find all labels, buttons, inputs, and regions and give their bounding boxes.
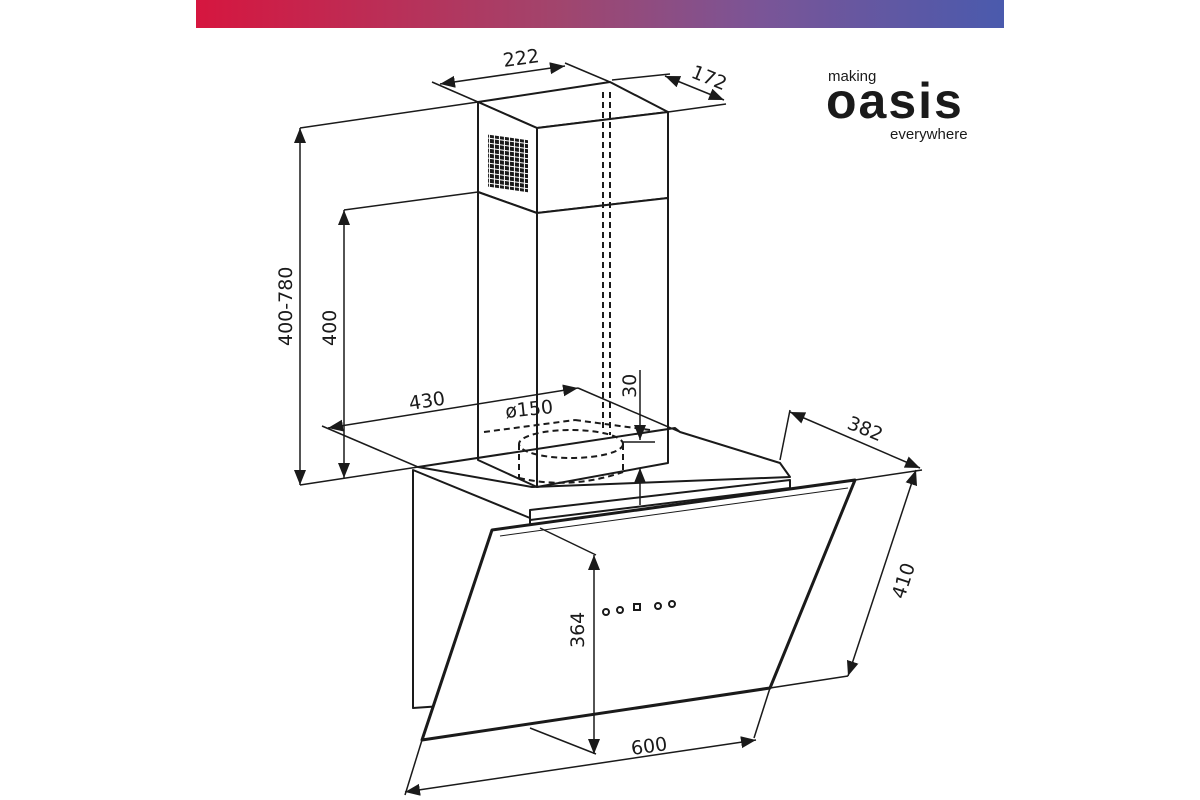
dim-panel-width: 600: [630, 733, 669, 760]
control-button-4: [668, 600, 676, 608]
vent-grille: [488, 134, 528, 193]
logo-tagline-top: making: [828, 68, 877, 85]
dim-panel-height: 364: [567, 612, 589, 648]
logo-wordmark: oasis: [826, 73, 964, 129]
logo-tagline-bottom: everywhere: [890, 126, 968, 143]
dim-chimney-height: 400: [319, 310, 341, 346]
dim-glass-slant: 410: [888, 560, 920, 601]
dim-total-height: 400-780: [275, 267, 297, 346]
control-button-2: [616, 606, 624, 614]
dim-outlet-offset: 30: [619, 374, 641, 398]
dim-body-width: 430: [407, 388, 446, 415]
control-panel: [602, 600, 676, 616]
dim-body-depth: 382: [844, 412, 886, 446]
dim-chimney-width: 222: [502, 45, 541, 72]
control-button-1: [602, 608, 610, 616]
control-button-3: [654, 602, 662, 610]
oasis-logo: making oasis everywhere: [826, 66, 986, 146]
dim-outlet-diameter: ø150: [504, 396, 554, 423]
brand-color-bar: [196, 0, 1004, 28]
control-display: [633, 603, 641, 611]
dim-chimney-depth: 172: [688, 61, 730, 95]
hood-outline: [412, 81, 857, 742]
dimension-lines: [294, 62, 923, 796]
